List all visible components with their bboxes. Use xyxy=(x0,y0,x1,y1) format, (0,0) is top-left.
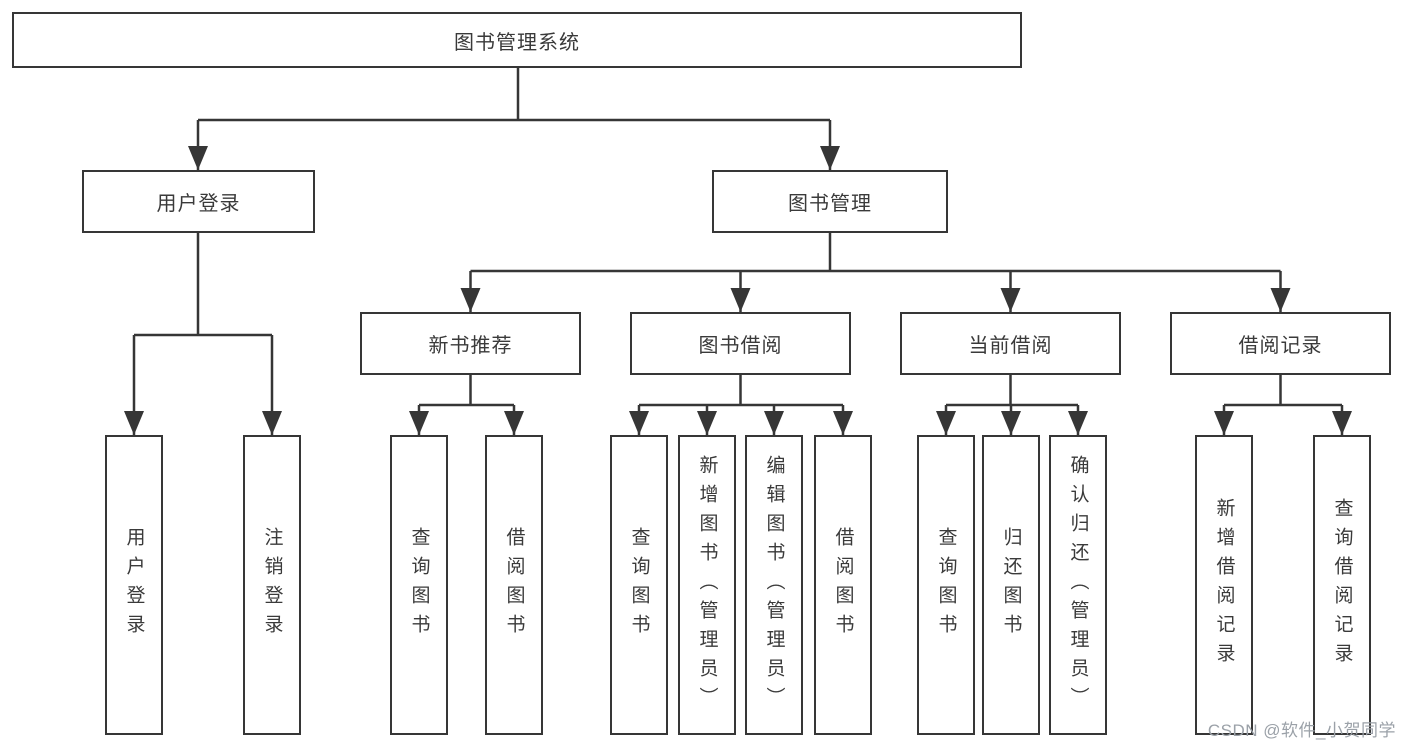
node-book-borrow-label: 图书借阅 xyxy=(698,335,783,357)
leaf-query-books-current: 查询图书 xyxy=(917,435,975,735)
leaf-query-books-recommend-label: 查询图书 xyxy=(408,527,430,643)
node-borrow-records-label: 借阅记录 xyxy=(1238,335,1323,357)
leaf-logout-label: 注销登录 xyxy=(261,527,283,643)
leaf-user-login-label: 用户登录 xyxy=(123,527,145,643)
node-root-label: 图书管理系统 xyxy=(454,31,580,54)
leaf-confirm-return-admin-label: 确认归还（管理员） xyxy=(1067,454,1089,716)
leaf-borrow-books-label: 借阅图书 xyxy=(832,527,854,643)
node-current-borrow-label: 当前借阅 xyxy=(968,335,1053,357)
leaf-user-login: 用户登录 xyxy=(105,435,163,735)
node-new-book-recommend-label: 新书推荐 xyxy=(428,335,513,357)
node-user-login-label: 用户登录 xyxy=(156,193,241,215)
csdn-watermark: CSDN @软件_小贺同学 xyxy=(1207,721,1396,740)
leaf-add-book-admin: 新增图书（管理员） xyxy=(678,435,736,735)
node-book-management: 图书管理 xyxy=(712,170,948,233)
leaf-query-borrow-record-label: 查询借阅记录 xyxy=(1331,498,1353,672)
leaf-query-books-current-label: 查询图书 xyxy=(935,527,957,643)
leaf-confirm-return-admin: 确认归还（管理员） xyxy=(1049,435,1107,735)
node-user-login: 用户登录 xyxy=(82,170,315,233)
node-root: 图书管理系统 xyxy=(12,12,1022,68)
node-book-management-label: 图书管理 xyxy=(788,193,872,215)
node-borrow-records: 借阅记录 xyxy=(1170,312,1391,375)
node-new-book-recommend: 新书推荐 xyxy=(360,312,581,375)
leaf-query-borrow-record: 查询借阅记录 xyxy=(1313,435,1371,735)
leaf-edit-book-admin: 编辑图书（管理员） xyxy=(745,435,803,735)
leaf-borrow-books-recommend: 借阅图书 xyxy=(485,435,543,735)
leaf-add-borrow-record-label: 新增借阅记录 xyxy=(1213,498,1235,672)
leaf-logout: 注销登录 xyxy=(243,435,301,735)
leaf-query-books-recommend: 查询图书 xyxy=(390,435,448,735)
node-book-borrow: 图书借阅 xyxy=(630,312,851,375)
leaf-return-book: 归还图书 xyxy=(982,435,1040,735)
leaf-query-books-borrow-label: 查询图书 xyxy=(628,527,650,643)
leaf-edit-book-admin-label: 编辑图书（管理员） xyxy=(763,454,785,716)
leaf-add-book-admin-label: 新增图书（管理员） xyxy=(696,454,718,716)
leaf-borrow-books: 借阅图书 xyxy=(814,435,872,735)
leaf-add-borrow-record: 新增借阅记录 xyxy=(1195,435,1253,735)
node-current-borrow: 当前借阅 xyxy=(900,312,1121,375)
leaf-borrow-books-recommend-label: 借阅图书 xyxy=(503,527,525,643)
leaf-return-book-label: 归还图书 xyxy=(1000,527,1022,643)
leaf-query-books-borrow: 查询图书 xyxy=(610,435,668,735)
